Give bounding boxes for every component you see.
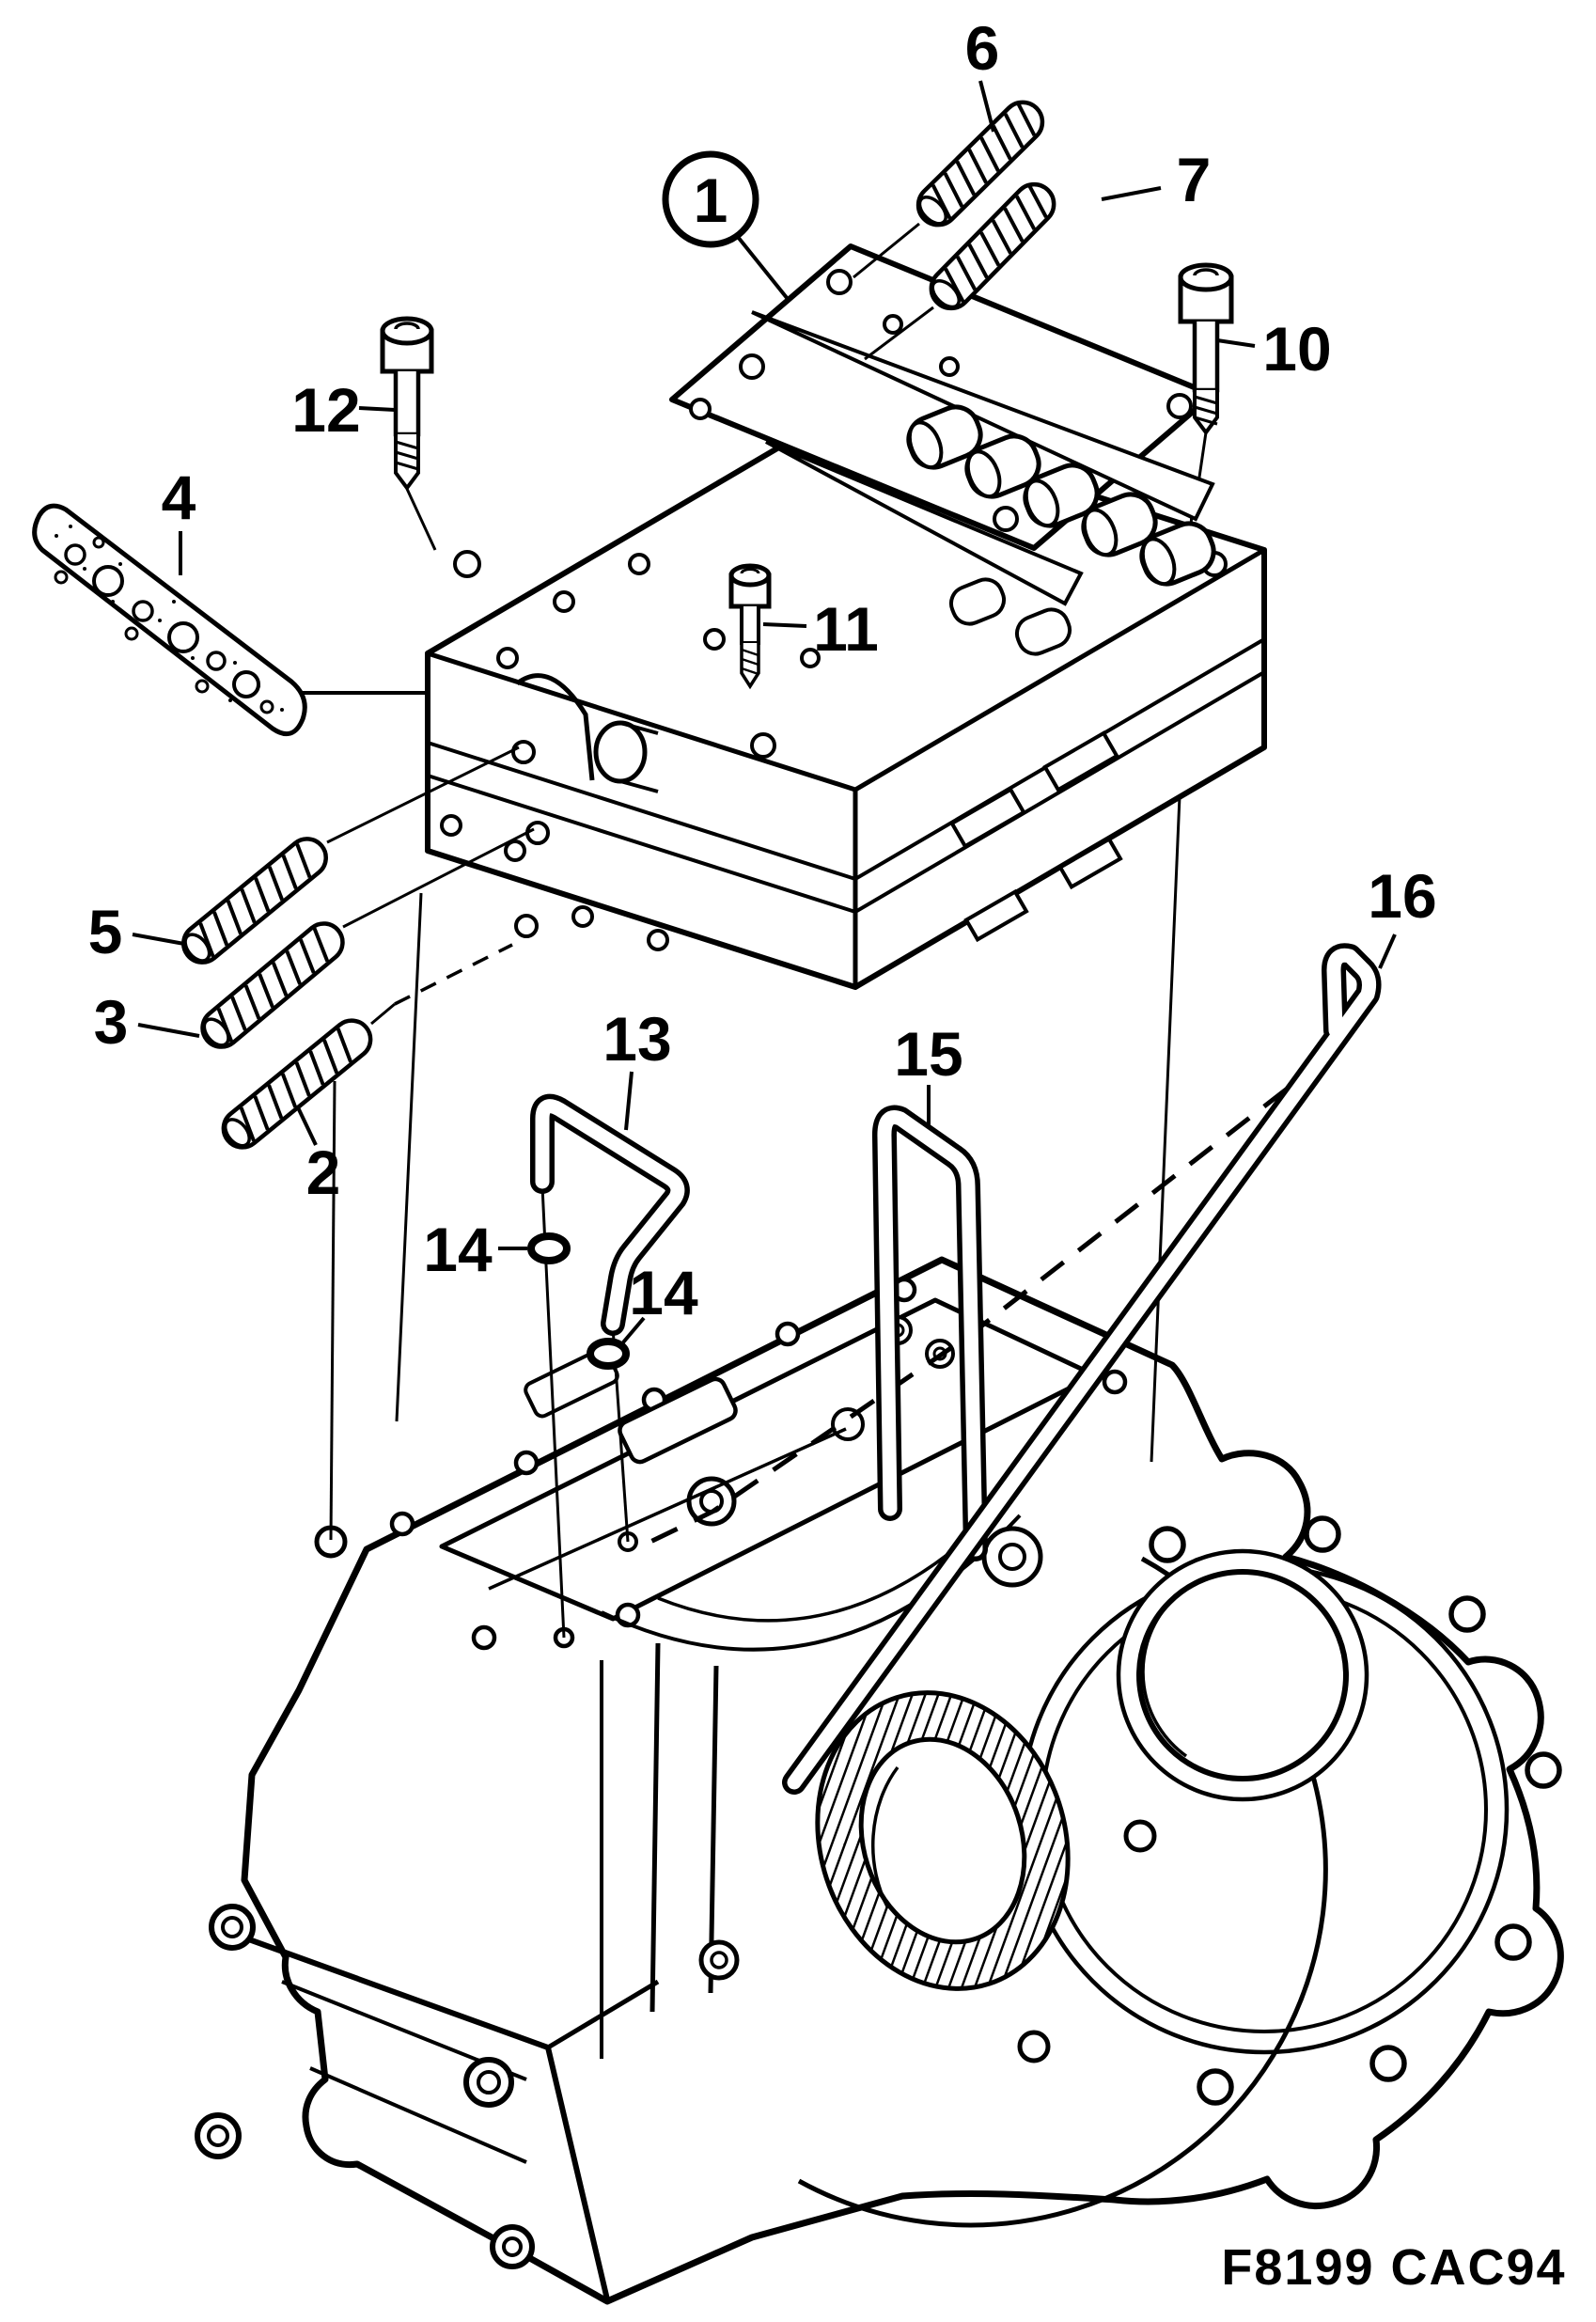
callout-13: 13 — [602, 1004, 672, 1131]
callout-15: 15 — [894, 1019, 963, 1128]
spring-leader-lines — [326, 222, 934, 1026]
spring-bore — [511, 740, 536, 764]
callout-11-label: 11 — [813, 594, 879, 664]
callout-2: 2 — [295, 1105, 341, 1207]
callout-7-label: 7 — [1177, 145, 1212, 214]
case-top-flange — [314, 1277, 1128, 1651]
case-bell-housing — [797, 1515, 1562, 2228]
pipe-15 — [871, 1105, 988, 1561]
spring-bore — [525, 821, 550, 845]
bolt-12 — [380, 316, 434, 492]
pipe-13 — [530, 1093, 690, 1336]
callout-1: 1 — [662, 150, 790, 301]
gasket-stipple — [55, 525, 284, 712]
callout-13-label: 13 — [602, 1004, 671, 1074]
spring-7 — [929, 181, 1056, 311]
cavity-slot — [618, 1376, 738, 1465]
spring-6 — [915, 100, 1045, 227]
callout-10-label: 10 — [1262, 314, 1331, 384]
callout-6: 6 — [965, 13, 1000, 133]
case-sump — [195, 1904, 660, 2300]
callout-16: 16 — [1368, 861, 1437, 969]
ring-gear — [815, 1690, 1071, 1991]
callout-16-label: 16 — [1368, 861, 1436, 931]
callout-12: 12 — [291, 375, 396, 445]
callout-11: 11 — [762, 594, 879, 664]
bolt-10 — [1178, 262, 1234, 436]
pipe-16 — [782, 943, 1382, 1795]
spring-bore — [514, 914, 539, 938]
callout-14b-label: 14 — [629, 1258, 698, 1327]
callout-6-label: 6 — [965, 13, 1000, 83]
callout-12-label: 12 — [291, 375, 360, 445]
bolt12-hole — [453, 550, 481, 578]
bell-flange-bolt-holes — [1017, 1515, 1562, 2106]
spring-2 — [221, 1018, 373, 1150]
callout-3-label: 3 — [94, 987, 129, 1057]
callout-2-label: 2 — [306, 1137, 341, 1207]
callout-4-label: 4 — [162, 463, 196, 532]
callout-14a: 14 — [423, 1215, 527, 1284]
bell-opening — [1136, 1569, 1349, 1781]
callout-1-label: 1 — [694, 165, 728, 235]
o-ring-14a — [527, 1232, 571, 1264]
callout-4: 4 — [162, 463, 196, 575]
gasket — [32, 503, 428, 737]
callout-1-circle — [662, 150, 759, 248]
callout-14a-label: 14 — [423, 1215, 493, 1284]
callout-10: 10 — [1216, 314, 1332, 384]
valve-body-assembly — [425, 243, 1267, 990]
valve-train-rollers — [906, 404, 1216, 656]
bolt11-hole — [750, 732, 776, 759]
hidden-line-spring2 — [394, 943, 513, 1006]
spring-5 — [181, 837, 328, 965]
drawing-code: F8199 CAC94 — [1221, 2239, 1566, 2296]
spring-3 — [200, 921, 345, 1049]
callout-14b: 14 — [621, 1258, 698, 1344]
callout-5-label: 5 — [88, 897, 123, 966]
callout-5: 5 — [88, 897, 185, 966]
o-ring-14b — [587, 1338, 630, 1370]
callout-15-label: 15 — [894, 1019, 962, 1089]
manual-valve-port — [593, 720, 648, 784]
callout-7: 7 — [1101, 145, 1212, 214]
bolt-11 — [728, 563, 772, 690]
valve-rail — [765, 440, 1084, 606]
callout-3: 3 — [94, 987, 200, 1057]
